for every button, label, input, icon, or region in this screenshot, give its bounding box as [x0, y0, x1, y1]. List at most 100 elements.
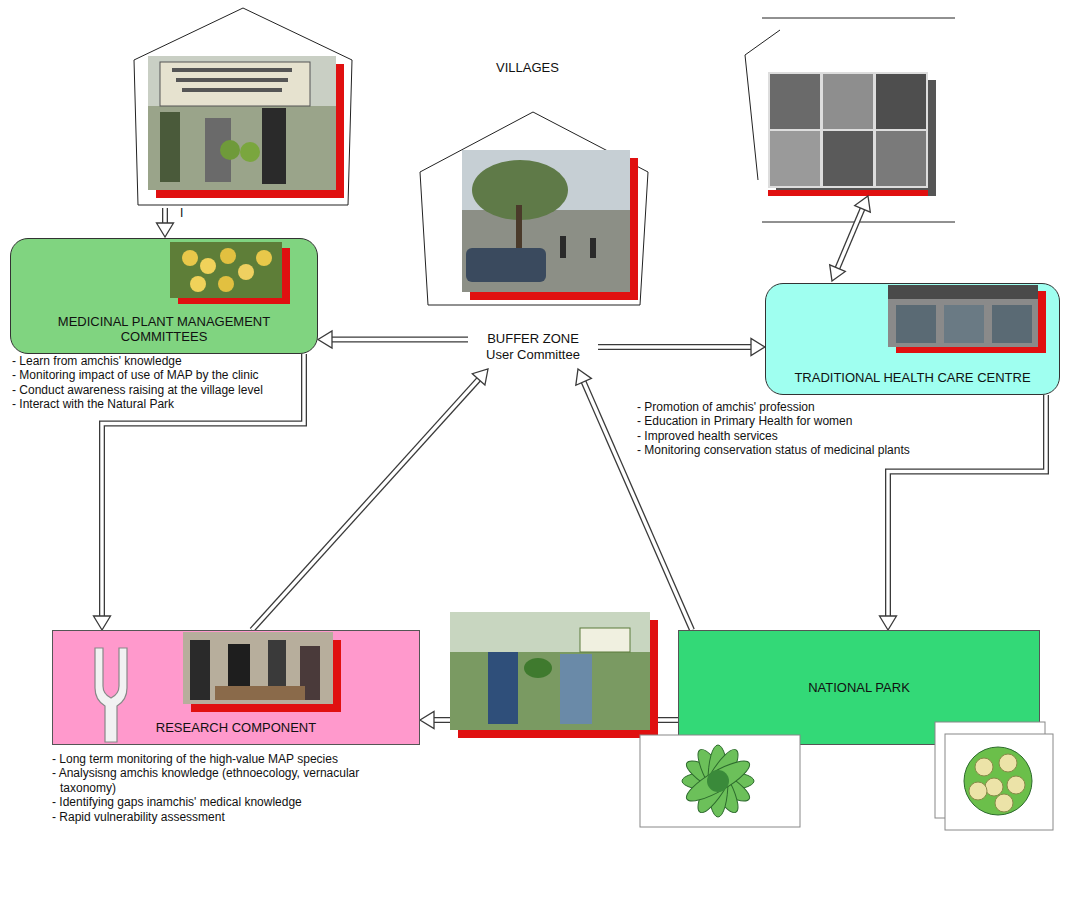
note-text: - Education in Primary Health for women [637, 414, 852, 428]
note-text: - Learn from amchis' knowledge [12, 354, 182, 368]
greenhouse-photo [450, 612, 650, 730]
person-figure [262, 108, 286, 184]
shop-window [992, 305, 1032, 343]
collage-cell [770, 131, 820, 186]
photo-ground [148, 56, 336, 190]
shrub-symbol [682, 745, 754, 817]
arrow-head [880, 616, 897, 630]
node-title: BUFFER ZONE User Committee [481, 331, 585, 362]
arrow-outline [330, 337, 468, 343]
flow-arrow [880, 395, 1047, 630]
photo-ground [768, 72, 928, 188]
label-group: - Learn from amchis' knowledge- Monitori… [12, 354, 312, 412]
tree-trunk [516, 205, 522, 255]
collage-cell [770, 74, 820, 129]
sign-lettering [172, 68, 292, 72]
user-committee-node: BUFFER ZONE User Committee [468, 325, 598, 369]
photo-ground [888, 285, 1038, 347]
banner-shape [580, 628, 630, 652]
collage-cell [876, 74, 926, 129]
photo-ground [450, 612, 650, 730]
car-shape [466, 248, 546, 282]
label-group: - Promotion of amchis' profession- Educa… [637, 400, 1027, 458]
photo-shadow [768, 190, 928, 196]
person-figure [590, 238, 596, 258]
shop-sign [888, 285, 1038, 299]
pawpaw-fruit [240, 142, 260, 162]
fruit [200, 258, 216, 274]
photo-arrow [157, 208, 174, 237]
pentagon-outline [745, 18, 955, 222]
shrub-frame [945, 734, 1053, 830]
potted-plant [524, 658, 552, 678]
arrow-outline [162, 208, 168, 224]
fruit [218, 276, 234, 292]
arrow-head [576, 369, 592, 385]
arrow-core [252, 378, 480, 630]
village-photo [462, 150, 630, 292]
arrow-outline [838, 209, 863, 268]
collage-cell [823, 131, 873, 186]
note-text: - Rapid vulnerability assessment [52, 810, 225, 824]
collage-cell [876, 131, 926, 186]
label-group: VILLAGES [496, 60, 636, 76]
note-text: - Monitoring conservation status of medi… [637, 443, 910, 457]
note-text: - Identifying gaps inamchis' medical kno… [52, 795, 302, 809]
arrow-outline [888, 395, 1046, 618]
note-text: - Analysisng amchis knowledge (ethnoecol… [52, 766, 382, 795]
label-group: I [180, 206, 204, 220]
arrow-head [318, 331, 332, 348]
sign-lettering [176, 78, 288, 82]
market-collage [768, 72, 928, 188]
note-text: - Interact with the Natural Park [12, 397, 174, 411]
person-figure [560, 654, 592, 724]
fruit [256, 250, 272, 266]
flower-head [995, 794, 1013, 812]
fruit-photo [170, 242, 282, 298]
fruit [220, 248, 236, 264]
arrow-core [163, 208, 166, 224]
arrow-head [420, 712, 434, 729]
arrow-head [855, 196, 871, 212]
node-title: NATIONAL PARK [808, 680, 910, 696]
shop-window [944, 305, 984, 343]
note-text: - Conduct awareness raising at the villa… [12, 383, 263, 397]
person-figure [560, 236, 566, 258]
photo-arrow [830, 196, 871, 281]
flower-head [969, 782, 987, 800]
shrub-frame [640, 735, 800, 827]
storefront-photo [888, 285, 1038, 347]
shrub-centre [707, 770, 729, 792]
flower-head [975, 758, 993, 776]
sign-board [160, 62, 310, 106]
arrow-core [838, 209, 863, 268]
meeting-photo [183, 632, 333, 704]
arrow-head [157, 223, 174, 237]
photo-ground [183, 632, 333, 704]
arrow-core [888, 395, 1046, 618]
photo-ground [170, 242, 282, 298]
fruit [182, 250, 198, 266]
arrow-core [598, 345, 753, 348]
arrow-outline [252, 378, 480, 630]
shrub-leaf [682, 754, 754, 807]
note-text: - Long term monitoring of the high-value… [52, 752, 338, 766]
arrow-outline [598, 344, 753, 350]
photo-sky [148, 56, 336, 106]
greenhouse-roof [450, 612, 650, 652]
arrow-head [751, 339, 765, 356]
flow-arrow [318, 331, 468, 348]
person-figure [160, 112, 180, 182]
shrub-body [964, 747, 1032, 815]
person-figure [190, 640, 210, 700]
arrow-head [472, 369, 488, 385]
flower-head [1007, 776, 1025, 794]
note-text: - Monitoring impact of use of MAP by the… [12, 368, 259, 382]
index-mark: I [180, 206, 183, 220]
note-text: - Improved health services [637, 429, 778, 443]
photo-ground [462, 150, 630, 292]
arrow-head [830, 265, 846, 281]
fruit [238, 264, 254, 280]
